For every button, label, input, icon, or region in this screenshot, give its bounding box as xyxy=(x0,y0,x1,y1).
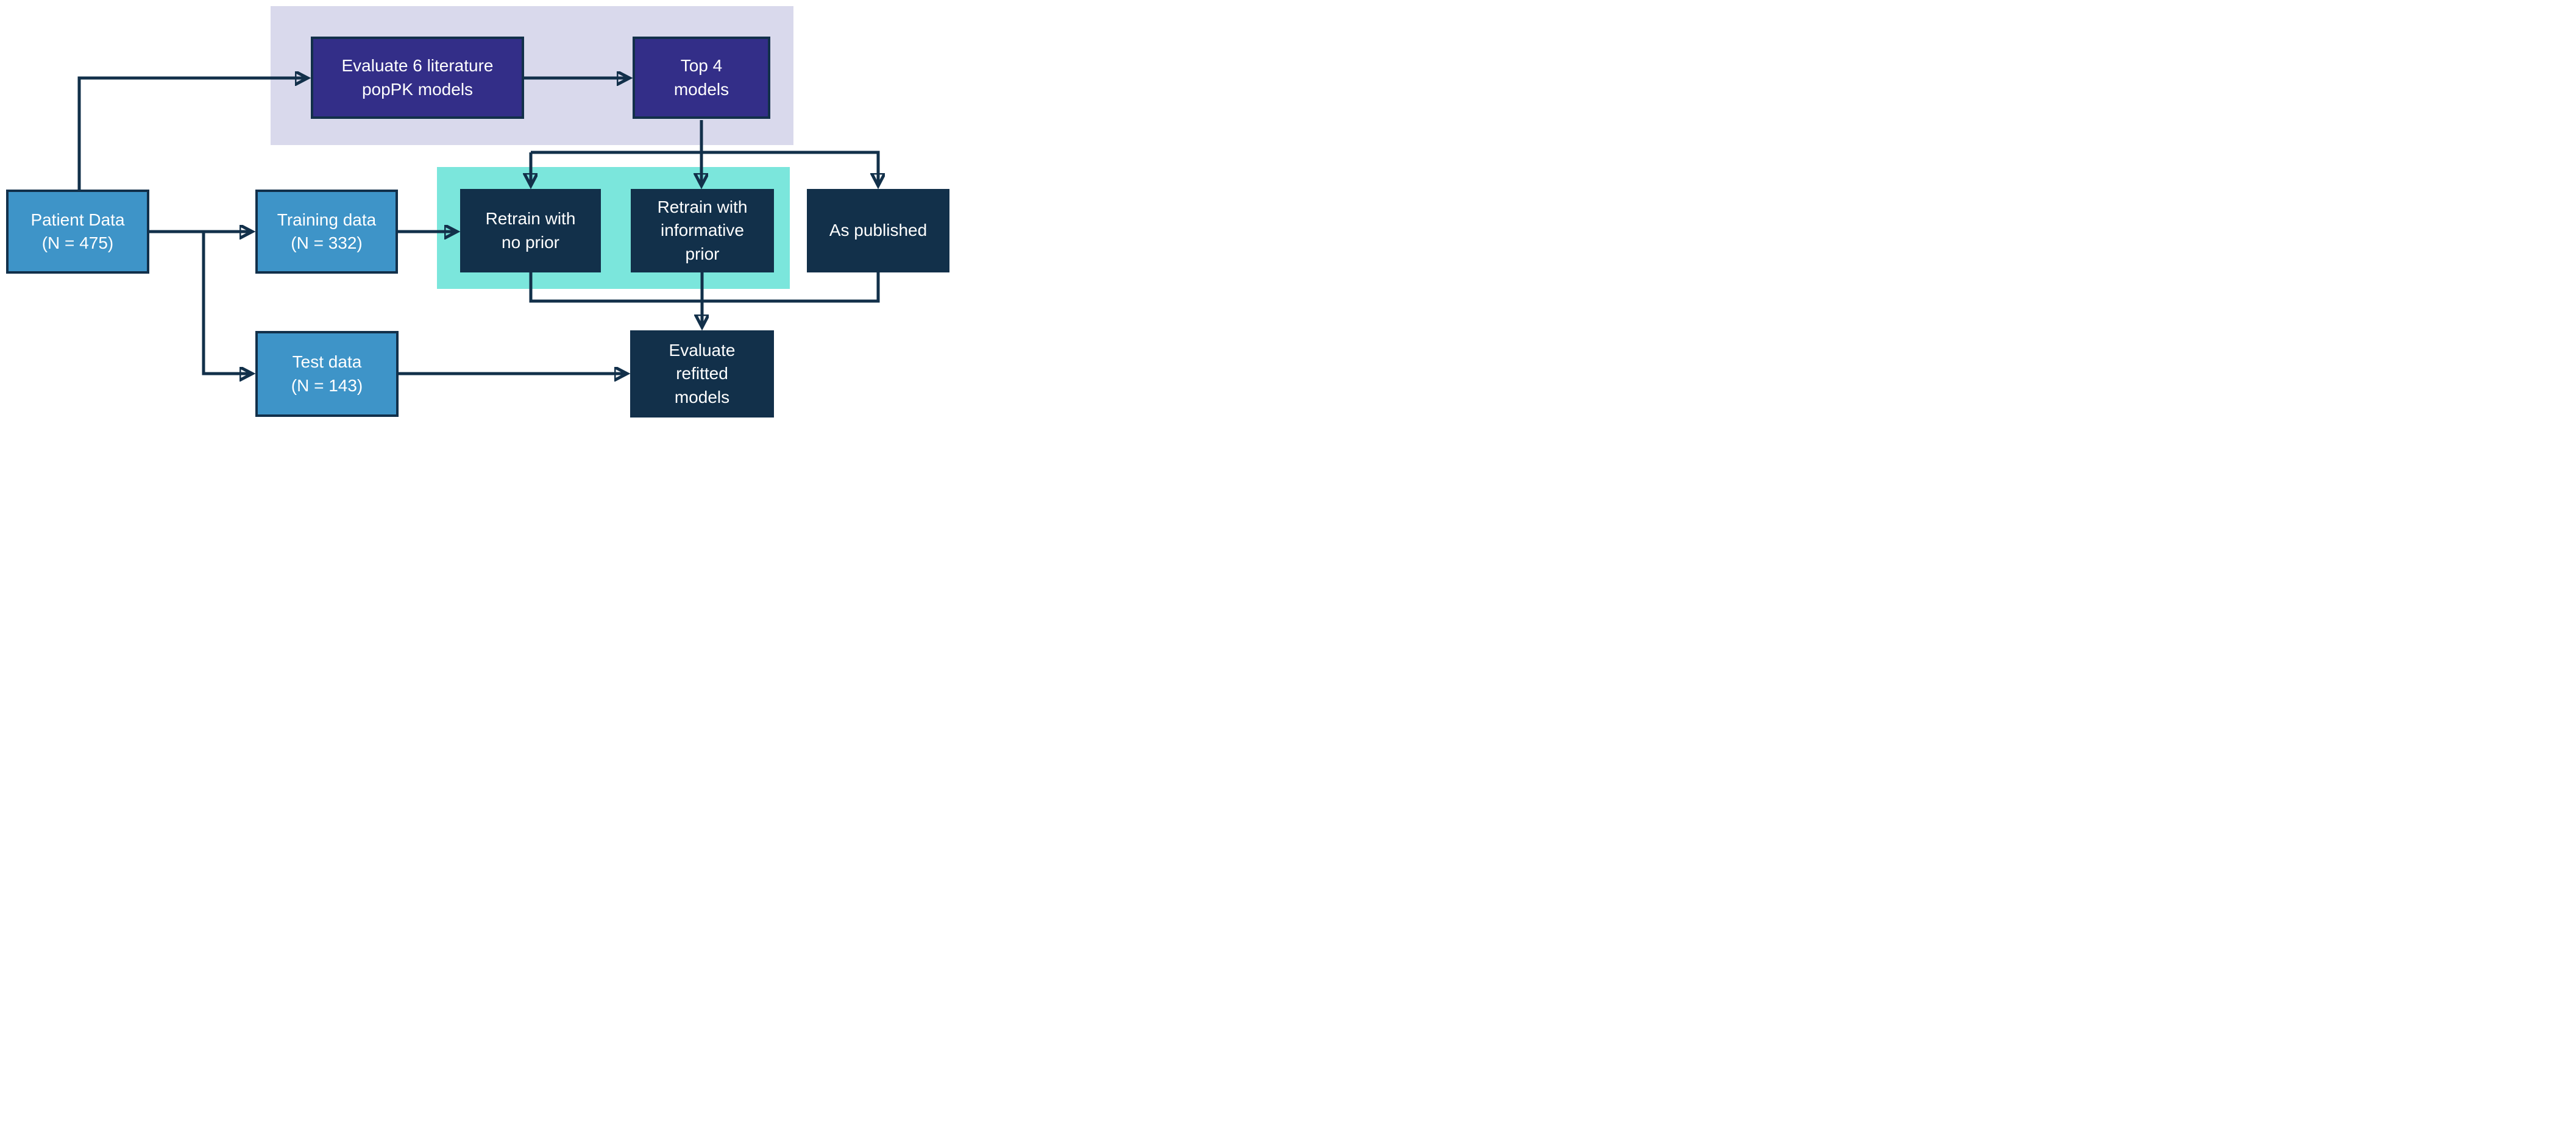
node-evaluate-refitted-models-label: Evaluate refitted models xyxy=(669,341,736,407)
node-retrain-informative-prior: Retrain with informative prior xyxy=(631,189,774,272)
node-top-4-models-label: Top 4 models xyxy=(673,56,729,99)
edge-patient-to-evaluate-literature xyxy=(77,78,308,191)
node-evaluate-refitted-models: Evaluate refitted models xyxy=(630,330,774,418)
node-as-published-label: As published xyxy=(829,221,928,240)
node-top-4-models: Top 4 models xyxy=(633,37,770,119)
edge-retrained-models-collector xyxy=(529,271,880,303)
node-test-data-label: Test data (N = 143) xyxy=(291,352,363,395)
node-test-data: Test data (N = 143) xyxy=(255,331,399,417)
node-training-data: Training data (N = 332) xyxy=(255,190,398,274)
node-evaluate-literature-models: Evaluate 6 literature popPK models xyxy=(311,37,524,119)
edge-patient-to-test xyxy=(202,232,252,374)
node-patient-data-label: Patient Data (N = 475) xyxy=(30,210,125,252)
node-retrain-no-prior-label: Retrain with no prior xyxy=(485,209,576,252)
flowchart: Patient Data (N = 475) Evaluate 6 litera… xyxy=(0,0,956,419)
node-as-published: As published xyxy=(807,189,949,272)
edge-top-models-branch-to-as-published xyxy=(531,151,878,186)
node-retrain-no-prior: Retrain with no prior xyxy=(460,189,601,272)
node-training-data-label: Training data (N = 332) xyxy=(277,210,377,252)
connector-layer xyxy=(77,0,956,419)
node-evaluate-literature-models-label: Evaluate 6 literature popPK models xyxy=(341,56,494,99)
node-patient-data: Patient Data (N = 475) xyxy=(6,190,149,274)
node-retrain-informative-prior-label: Retrain with informative prior xyxy=(657,197,748,263)
